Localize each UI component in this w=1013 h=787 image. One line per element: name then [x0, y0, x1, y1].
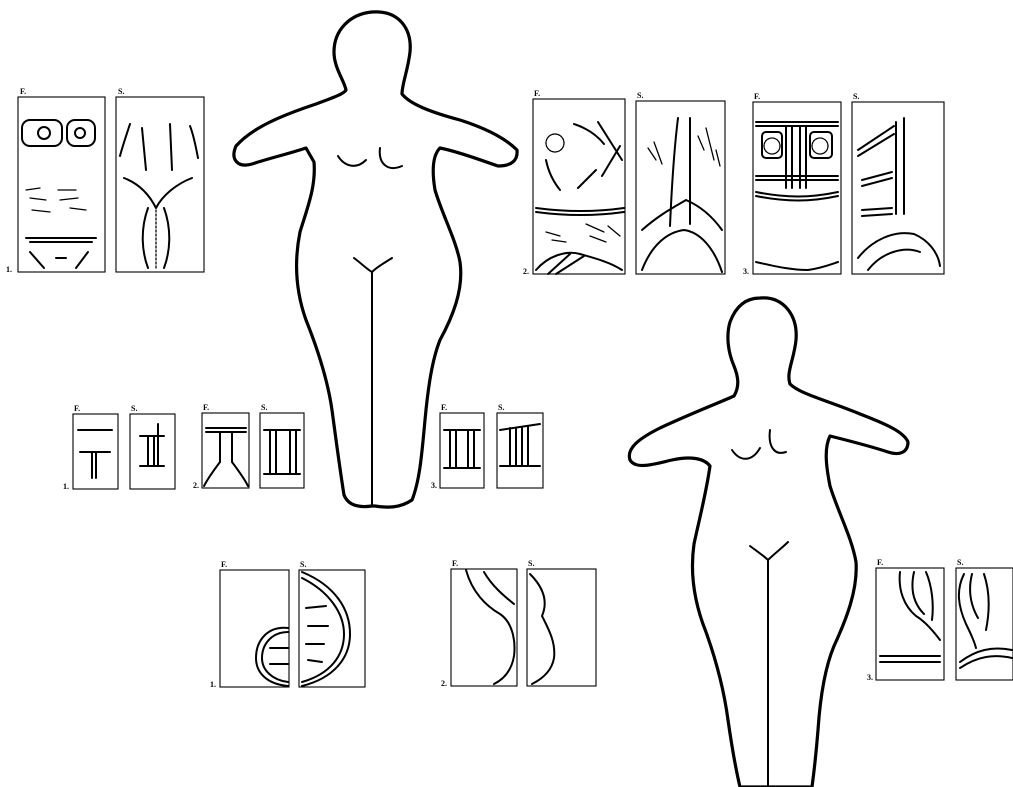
front-letter: F.: [534, 90, 540, 98]
detail-group-bottom-b: [451, 569, 596, 686]
front-letter: F.: [877, 559, 883, 567]
group-number: 1.: [210, 681, 216, 689]
front-letter: F.: [74, 405, 80, 413]
group-number: 2.: [523, 268, 529, 276]
front-letter: F.: [754, 93, 760, 101]
group-number: 3.: [431, 482, 437, 490]
group-number: 2.: [441, 680, 447, 688]
side-letter: S.: [131, 405, 137, 413]
side-letter: S.: [118, 88, 124, 96]
side-letter: S.: [853, 93, 859, 101]
detail-group-top-right: [753, 102, 944, 274]
front-letter: F.: [441, 404, 447, 412]
front-letter: F.: [203, 404, 209, 412]
detail-group-mid-b: [202, 413, 304, 488]
side-letter: S.: [957, 559, 963, 567]
detail-panel-side: [130, 414, 175, 489]
detail-group-top-left: [18, 97, 204, 272]
side-letter: S.: [300, 561, 306, 569]
figurine-silhouette-lower: [629, 298, 908, 787]
front-letter: F.: [452, 560, 458, 568]
group-number: 3.: [743, 268, 749, 276]
detail-group-mid-a: [73, 414, 175, 489]
side-letter: S.: [261, 404, 267, 412]
detail-panel-side: [260, 413, 304, 488]
detail-panel-front: [440, 413, 484, 488]
detail-panel-front: [753, 102, 841, 274]
detail-panel-side: [116, 97, 204, 272]
detail-group-bottom-a: [220, 570, 365, 687]
detail-group-top-mid: [533, 99, 725, 274]
side-letter: S.: [528, 560, 534, 568]
detail-panel-side: [636, 101, 725, 274]
detail-group-bottom-c: [876, 568, 1013, 680]
side-letter: S.: [498, 404, 504, 412]
detail-panel-front: [451, 569, 517, 686]
group-number: 1.: [6, 266, 12, 274]
detail-panel-front: [876, 568, 944, 680]
group-number: 2.: [193, 482, 199, 490]
front-letter: F.: [221, 561, 227, 569]
side-letter: S.: [637, 92, 643, 100]
detail-panel-side: [956, 568, 1013, 680]
front-letter: F.: [20, 88, 26, 96]
detail-group-mid-c: [440, 413, 543, 488]
group-number: 1.: [63, 483, 69, 491]
detail-panel-side: [299, 570, 365, 687]
group-number: 3.: [867, 674, 873, 682]
detail-panel-side: [527, 569, 596, 686]
